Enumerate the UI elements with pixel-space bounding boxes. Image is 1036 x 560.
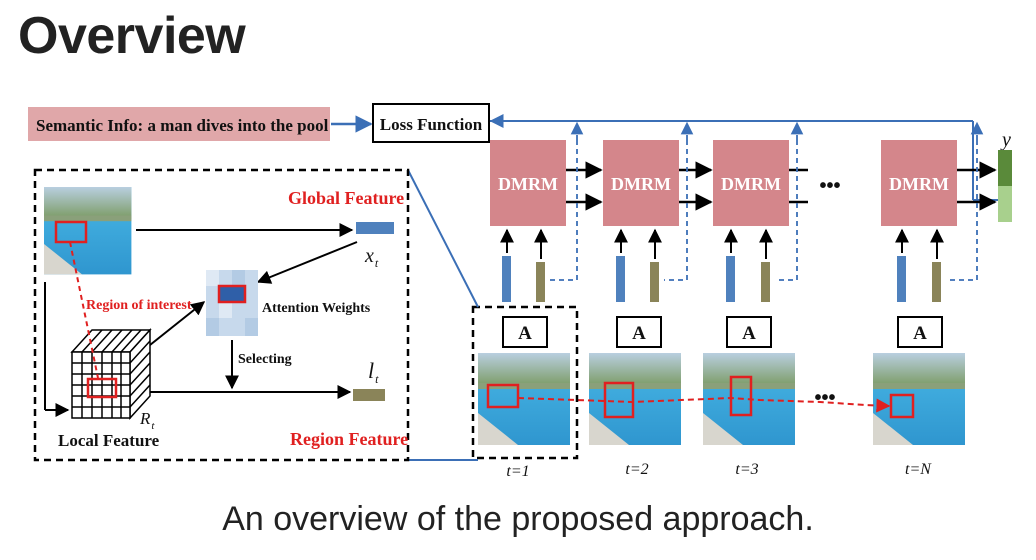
detail-panel [33, 168, 410, 462]
time-label-3: t=3 [735, 461, 758, 478]
global-feature-bar [356, 222, 394, 234]
selecting-label: Selecting [238, 352, 292, 367]
attention-box-2: A [616, 316, 662, 348]
semantic-info-text: Semantic Info: a man dives into the pool [36, 116, 329, 135]
attention-box-1: A [502, 316, 548, 348]
region-of-interest-label: Region of interest [86, 298, 192, 313]
cube-roi-box [86, 377, 118, 399]
attention-box-n: A [897, 316, 943, 348]
dmrm-ellipsis: ••• [819, 175, 840, 197]
time-label-2: t=2 [625, 461, 648, 478]
global-feature-label: Global Feature [288, 188, 404, 208]
r-t-label: Rt [139, 409, 155, 432]
svg-text:A: A [742, 323, 756, 344]
dmrm-3: DMRM [713, 140, 789, 226]
slide-caption: An overview of the proposed approach. [222, 500, 814, 538]
svg-text:DMRM: DMRM [498, 174, 558, 194]
frame-2 [589, 353, 681, 445]
frame-1 [478, 353, 570, 445]
slide-title: Overview [18, 7, 246, 65]
time-label-n: t=N [905, 461, 932, 478]
svg-text:A: A [518, 323, 532, 344]
frame-ellipsis: ••• [814, 387, 835, 409]
loss-function-box: Loss Function [372, 103, 490, 143]
attention-grid [206, 270, 258, 336]
region-feature-label: Region Feature [290, 429, 408, 449]
dmrm-2: DMRM [603, 140, 679, 226]
x-t-label: xt [364, 245, 379, 270]
frame-1-highlight [471, 305, 579, 460]
output-vector: y [998, 129, 1012, 222]
attention-box-3: A [726, 316, 772, 348]
region-feature-bar [353, 389, 385, 401]
attention-weights-label: Attention Weights [262, 301, 371, 316]
l-t-label: lt [368, 358, 379, 386]
semantic-info-box: Semantic Info: a man dives into the pool [28, 107, 330, 141]
svg-text:A: A [632, 323, 646, 344]
time-label-1: t=1 [506, 463, 529, 480]
step-inputs [502, 256, 941, 302]
svg-text:DMRM: DMRM [721, 174, 781, 194]
dmrm-1: DMRM [490, 140, 566, 226]
dmrm-n: DMRM [881, 140, 957, 226]
svg-text:A: A [913, 323, 927, 344]
cube-grid [70, 328, 152, 420]
loss-function-label: Loss Function [380, 115, 483, 134]
approach-diagram: Semantic Info: a man dives into the pool… [28, 103, 1012, 480]
frame-3 [703, 353, 795, 445]
frame-n [873, 353, 965, 445]
output-label: y [1000, 129, 1011, 151]
detail-frame [44, 187, 132, 275]
local-feature-label: Local Feature [58, 431, 160, 450]
svg-text:DMRM: DMRM [889, 174, 949, 194]
svg-text:DMRM: DMRM [611, 174, 671, 194]
